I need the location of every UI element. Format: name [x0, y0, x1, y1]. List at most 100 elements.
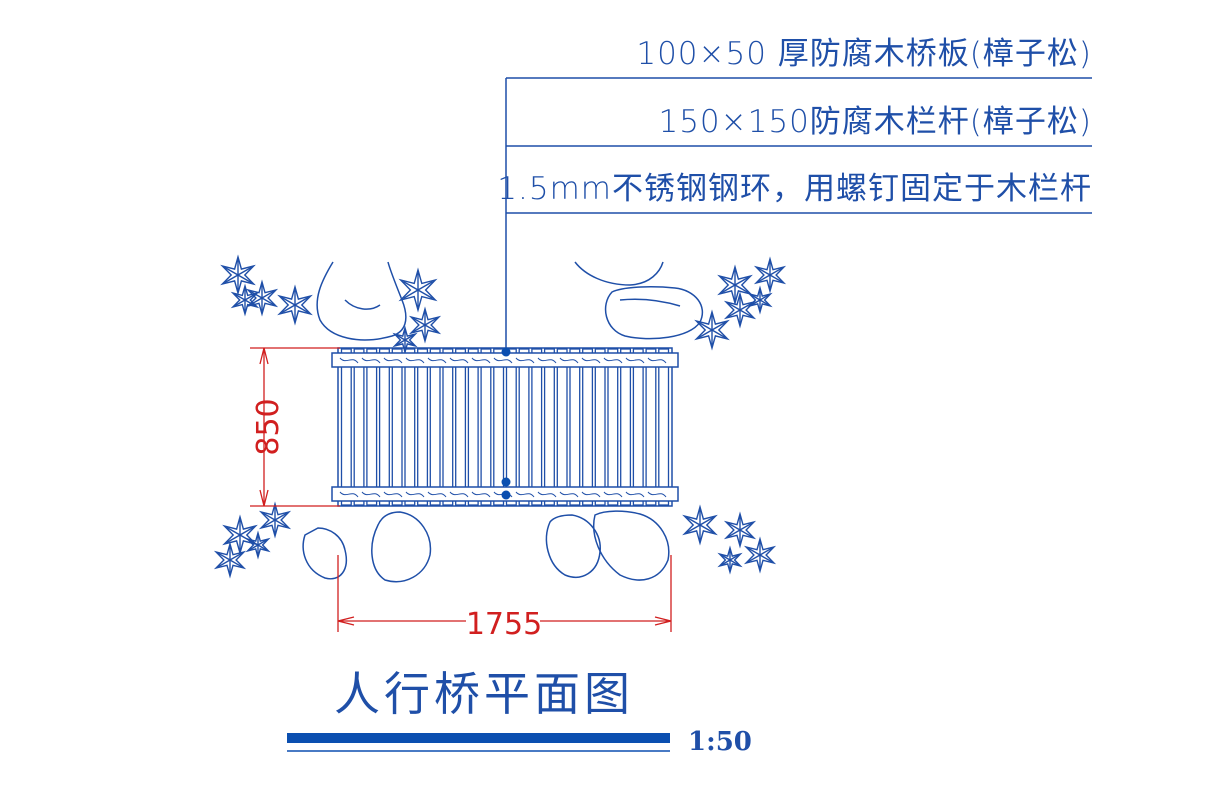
plant-flower-vein [281, 304, 296, 314]
rock-bottom-mid-right [545, 514, 601, 578]
plant-flower-vein [757, 267, 771, 276]
deck-plank [353, 348, 365, 506]
railing-top-grain [537, 357, 557, 364]
railing-bottom-grain [581, 491, 601, 498]
deck-plank [569, 348, 581, 506]
plant-flower-vein [226, 534, 241, 544]
deck-plank [645, 348, 657, 506]
plant-flower-vein [699, 516, 714, 526]
deck-plank [556, 348, 568, 506]
plant-flower-vein [750, 299, 761, 306]
railing-bottom-grain [537, 491, 557, 498]
plant-flower-vein [217, 559, 231, 568]
plant-flower-vein [734, 276, 749, 286]
railing-top-grain [361, 357, 381, 364]
plant-flower-vein [727, 522, 741, 531]
rock-top-right [604, 286, 704, 340]
deck-plank [442, 348, 454, 506]
plant-flower [258, 501, 292, 539]
dimension-width [337, 555, 672, 632]
drawing-scale: 1:50 [688, 727, 752, 757]
railing-bottom-grain [647, 491, 667, 498]
plant-flower-vein [226, 526, 241, 536]
plant-flower-vein [739, 309, 753, 318]
rock-top-right-crack [619, 298, 681, 307]
deck-plank [658, 348, 670, 506]
plant-flower [717, 545, 743, 575]
plant-flower [220, 254, 256, 296]
plant-flower-vein [759, 294, 770, 301]
plant-flower-vein [261, 297, 275, 306]
plant-flower-vein [237, 266, 252, 276]
plant-flower-vein [412, 324, 426, 333]
plant-flower-vein [727, 309, 741, 318]
plant-flower-vein [404, 339, 415, 346]
plant-flower-vein [727, 302, 741, 311]
plant-flower-vein [417, 289, 434, 300]
plant-flower-vein [234, 299, 246, 307]
rock-top-left [316, 261, 407, 341]
wood-grain [339, 357, 667, 498]
railing-top-grain [647, 357, 667, 364]
plant-flower-vein [711, 329, 726, 339]
plant-flower-vein [739, 302, 753, 311]
plant-flower-vein [262, 519, 276, 528]
plant-flower-vein [721, 276, 736, 286]
plant-flower-vein [698, 329, 713, 339]
deck-plank [340, 348, 352, 506]
plant-flower [408, 306, 442, 344]
railing-bottom-grain [361, 491, 381, 498]
deck-plank [632, 348, 644, 506]
plant-flower-vein [248, 544, 259, 551]
railing-top-grain [493, 357, 513, 364]
plant-flower-vein [248, 539, 259, 546]
plant-flower-vein [759, 554, 773, 563]
annotation-railing: 150×150防腐木栏杆(樟子松) [658, 104, 1092, 140]
plant-flower-vein [720, 554, 731, 561]
railing-bottom-grain [603, 491, 623, 498]
railing-top-grain [449, 357, 469, 364]
rock-bottom-left [302, 527, 347, 580]
plant-flower [753, 256, 787, 294]
annotation-block [505, 77, 1092, 352]
railing-bottom-grain [559, 491, 579, 498]
plant-flower-vein [217, 552, 231, 561]
plant-flower-vein [769, 274, 783, 283]
plant-flower-vein [224, 266, 239, 276]
plant-flower-vein [274, 512, 288, 521]
plant-flower-vein [727, 529, 741, 538]
deck-plank [531, 348, 543, 506]
plant-flower-vein [274, 519, 288, 528]
dimension-height-label: 850 [251, 398, 286, 455]
plant-flower [743, 536, 777, 574]
steel-ring-top [501, 347, 511, 357]
plant-flower-vein [239, 526, 254, 536]
plant-flower-vein [229, 552, 243, 561]
title-bar-thick [287, 733, 670, 743]
plant-flower-vein [729, 559, 740, 566]
deck-plank [594, 348, 606, 506]
plant-flower [213, 541, 247, 579]
plant-flower-vein [424, 324, 438, 333]
railing-top-grain [581, 357, 601, 364]
dim-width-arrow-left [337, 616, 355, 626]
plant-flower-vein [686, 524, 701, 534]
plant-flower-vein [739, 522, 753, 531]
railing-bottom-grain [449, 491, 469, 498]
plant-flower-vein [244, 299, 256, 307]
plant-flower-vein [417, 280, 434, 291]
plant-flower-vein [747, 554, 761, 563]
dimension-height [250, 347, 340, 507]
plant-flower-vein [759, 299, 770, 306]
dim-height-arrow-top [259, 347, 269, 365]
plant-flower-vein [257, 544, 268, 551]
deck-plank [480, 348, 492, 506]
railing-bottom-grain [471, 491, 491, 498]
rocks [302, 261, 704, 583]
plant-flower-vein [759, 547, 773, 556]
rock-top-mid [574, 261, 664, 286]
deck-plank [467, 348, 479, 506]
railing-bottom-grain [405, 491, 425, 498]
plant-flower-vein [757, 274, 771, 283]
